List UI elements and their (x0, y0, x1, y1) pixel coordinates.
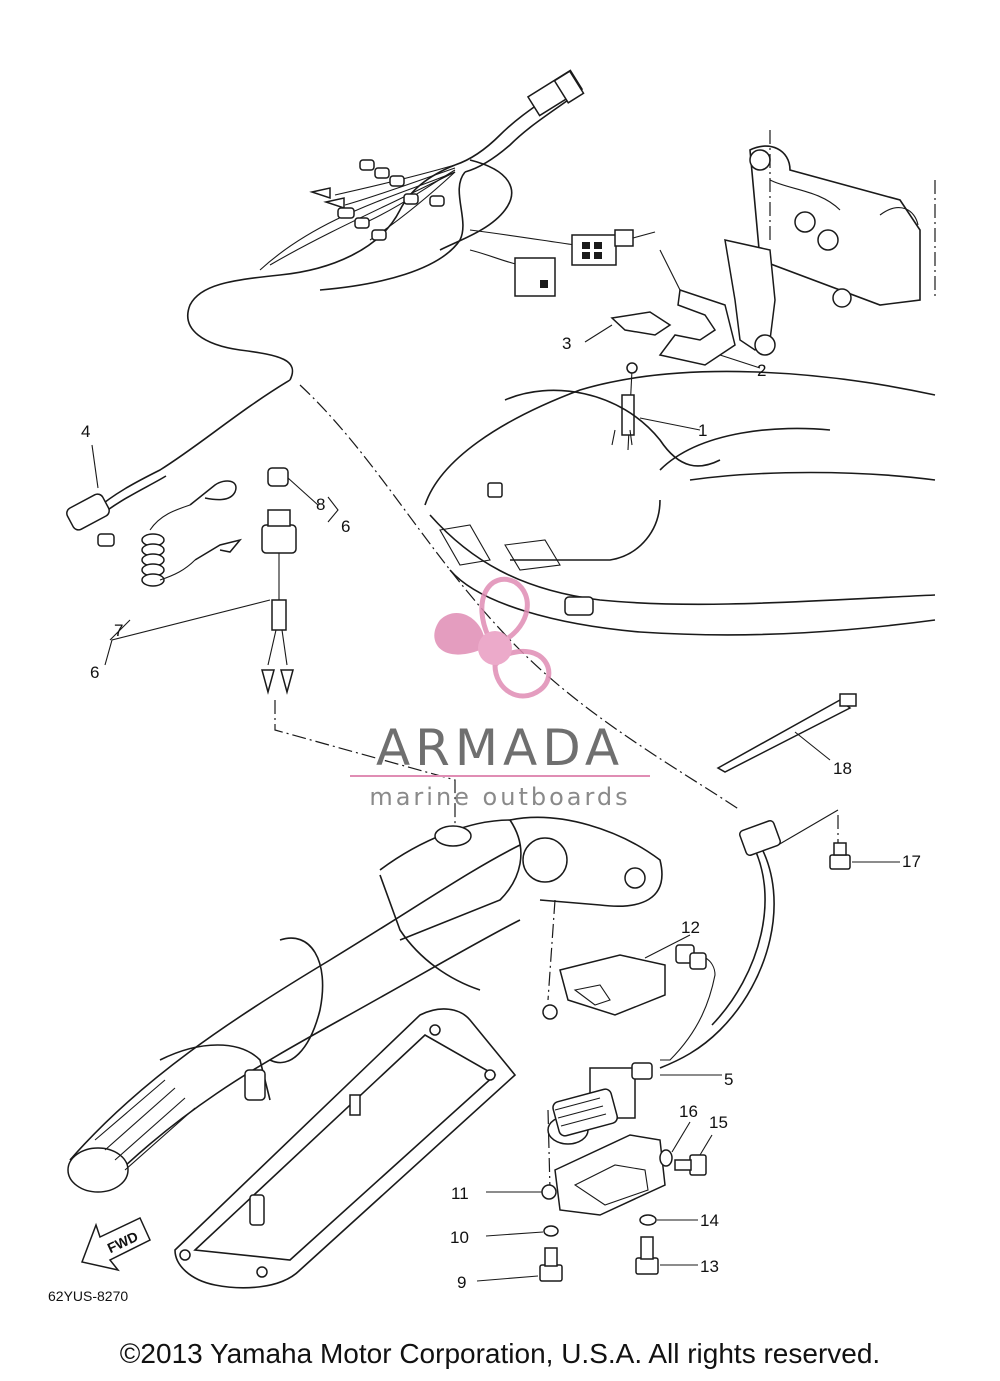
watermark-brand: ARMADA (376, 719, 624, 777)
engine-stop-lanyard (66, 379, 291, 587)
bottom-cowling (424, 370, 936, 636)
callout-12: 12 (681, 918, 700, 937)
watermark-tagline: marine outboards (369, 783, 630, 811)
callout-2: 2 (757, 361, 766, 380)
fwd-arrow-icon: FWD (80, 1216, 151, 1272)
copyright-notice: ©2013 Yamaha Motor Corporation, U.S.A. A… (119, 1338, 881, 1369)
callout-7: 7 (114, 621, 123, 640)
callout-18: 18 (833, 759, 852, 778)
callout-10: 10 (450, 1228, 469, 1247)
callout-13: 13 (700, 1257, 719, 1276)
callout-17: 17 (902, 852, 921, 871)
callout-3: 3 (562, 334, 571, 353)
leader-lines (91, 249, 900, 1282)
callout-5: 5 (724, 1070, 733, 1089)
diagram-code: 62YUS-8270 (48, 1288, 128, 1304)
callout-16: 16 (679, 1102, 698, 1121)
fasteners (539, 693, 857, 1282)
callout-8: 8 (316, 495, 325, 514)
callout-6-a: 6 (341, 517, 350, 536)
callout-9: 9 (457, 1273, 466, 1292)
callout-1: 1 (698, 421, 707, 440)
callout-4: 4 (81, 422, 90, 441)
propeller-logo-icon (434, 576, 552, 699)
tiller-handle (67, 816, 663, 1193)
stop-switch (261, 467, 297, 695)
mounting-bracket (610, 130, 936, 366)
wiring-harness (187, 69, 617, 381)
bottom-plate (174, 1008, 517, 1289)
lead-wire-part-1 (611, 362, 638, 451)
callout-14: 14 (700, 1211, 719, 1230)
callout-15: 15 (709, 1113, 728, 1132)
switch-parts (541, 820, 781, 1216)
callout-6-b: 6 (90, 663, 99, 682)
callout-11: 11 (451, 1184, 469, 1203)
